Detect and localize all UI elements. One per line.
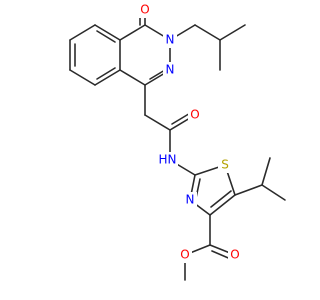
atom-s-thiazole: S: [221, 158, 229, 172]
atom-o-amide: O: [190, 108, 199, 122]
label-mask: [218, 157, 232, 173]
label-mask: [188, 107, 202, 123]
bond: [69, 69, 96, 86]
bonds: [69, 9, 286, 281]
bond: [219, 24, 246, 41]
bond: [149, 69, 166, 80]
bond: [261, 157, 271, 186]
atom-o-ester: O: [180, 248, 189, 262]
label-mask: [156, 152, 178, 168]
bond: [210, 190, 232, 208]
bond: [94, 24, 121, 41]
bond: [144, 114, 171, 131]
bond: [234, 184, 263, 196]
bond: [94, 69, 121, 86]
bond: [209, 194, 236, 216]
atom-nh-h: H: [158, 153, 167, 167]
atom-nh-n: N: [168, 153, 177, 167]
bond: [261, 184, 286, 201]
bond: [69, 24, 96, 41]
label-mask: [178, 247, 192, 263]
label-mask: [163, 62, 177, 78]
bond: [96, 30, 116, 43]
bond: [119, 69, 146, 86]
label-mask: [228, 247, 242, 263]
label-mask: [138, 2, 152, 18]
atom-n-thiazole: N: [186, 193, 195, 207]
atom-o-ester-carbonyl: O: [230, 248, 239, 262]
atom-labels: O N N O H N S N O O: [138, 2, 242, 263]
atom-n-phthalazine: N: [166, 63, 175, 77]
bond: [119, 24, 146, 41]
bond: [194, 24, 221, 41]
molecule-drawing: O N N O H N S N O O: [69, 2, 286, 281]
label-mask: [183, 192, 197, 208]
atom-n-phthalazinone: N: [166, 33, 175, 47]
label-mask: [163, 32, 177, 48]
bond: [96, 67, 116, 80]
atom-o-carbonyl: O: [140, 3, 149, 17]
